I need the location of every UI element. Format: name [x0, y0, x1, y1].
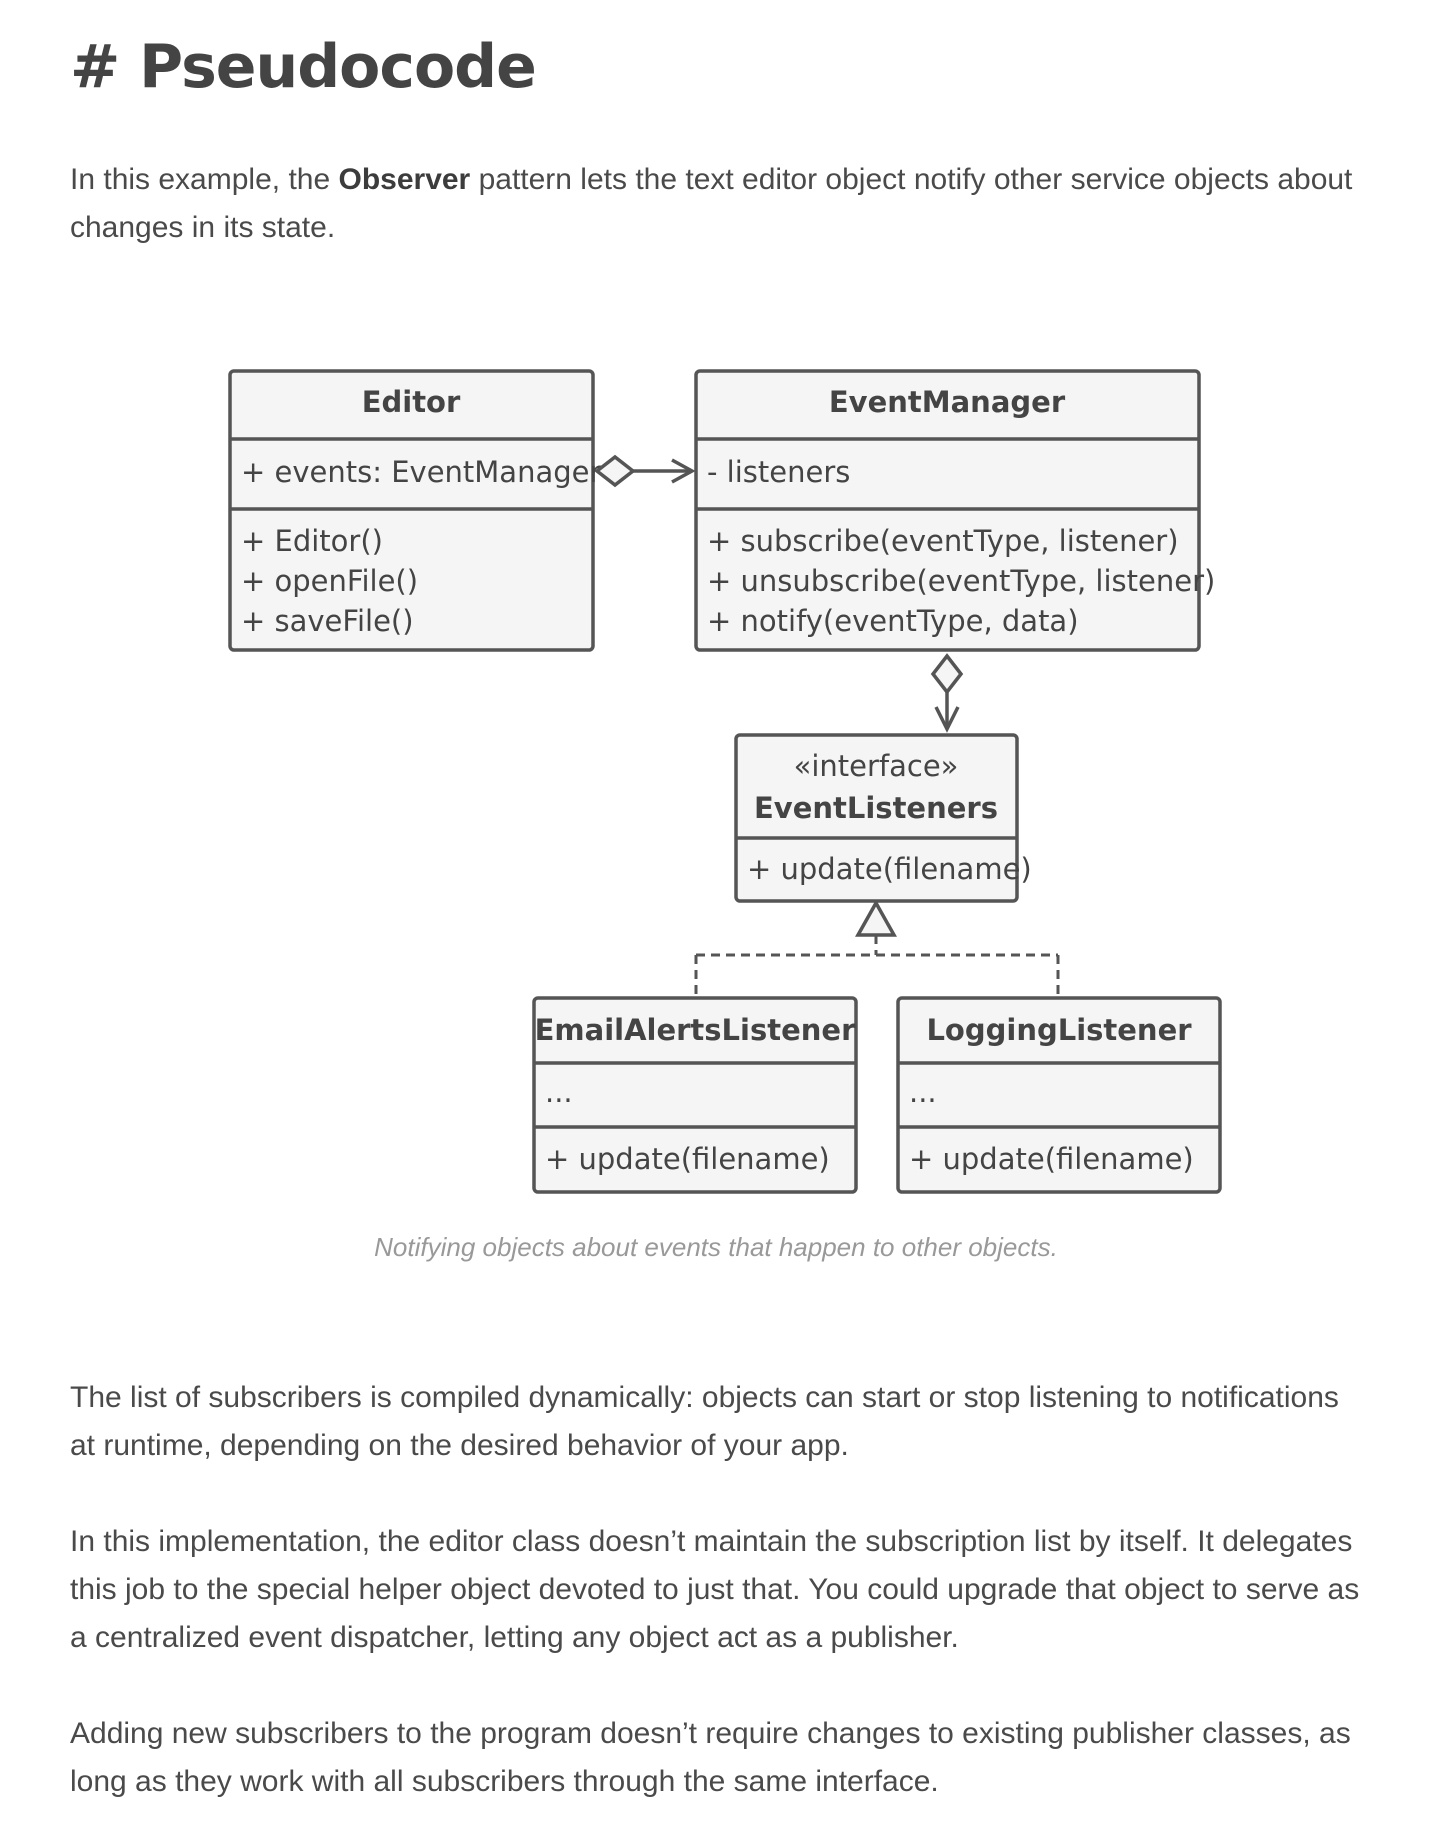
arrow-head-icon	[934, 706, 960, 733]
realization-connector	[694, 899, 1060, 995]
body-paragraph: The list of subscribers is compiled dyna…	[70, 1381, 1339, 1462]
editor-to-eventmanager-aggregation	[594, 454, 696, 488]
editor-class-name: Editor	[362, 385, 461, 419]
eventmanager-method: + subscribe(eventType, listener)	[707, 524, 1179, 558]
emailalertslistener-class-name: EmailAlertsListener	[535, 1013, 856, 1047]
emailalertslistener-method: + update(filename)	[545, 1142, 830, 1176]
intro-paragraph: In this example, the Observer pattern le…	[70, 156, 1370, 252]
eventmanager-class-name: EventManager	[829, 385, 1066, 419]
arrow-head-icon	[671, 458, 696, 484]
intro-text-start: In this example, the	[70, 163, 339, 196]
diagram-caption: Notifying objects about events that happ…	[374, 1232, 1058, 1262]
editor-field: + events: EventManager	[241, 455, 601, 489]
editor-method: + saveFile()	[241, 604, 414, 638]
body-paragraph: Adding new subscribers to the program do…	[70, 1717, 1351, 1798]
editor-method: + openFile()	[241, 564, 418, 598]
eventmanager-class: EventManager - listeners + subscribe(eve…	[694, 369, 1215, 652]
aggregation-diamond-icon	[930, 653, 964, 695]
page-title: # Pseudocode	[70, 32, 537, 102]
emailalertslistener-field: ...	[545, 1075, 573, 1109]
realization-triangle-icon	[855, 899, 897, 937]
eventlisteners-interface: «interface» EventListeners + update(file…	[734, 733, 1032, 903]
editor-class: Editor + events: EventManager + Editor()…	[228, 369, 601, 652]
editor-method: + Editor()	[241, 524, 383, 558]
eventmanager-method: + notify(eventType, data)	[707, 604, 1079, 638]
intro-text-end: pattern lets the text editor object noti…	[70, 163, 1353, 244]
logginglistener-class: LoggingListener ... + update(filename)	[896, 996, 1222, 1194]
logginglistener-method: + update(filename)	[909, 1142, 1194, 1176]
eventmanager-to-listeners-aggregation	[930, 653, 964, 733]
intro-pattern-name: Observer	[338, 163, 471, 196]
interface-stereotype: «interface»	[794, 749, 959, 783]
eventmanager-method: + unsubscribe(eventType, listener)	[707, 564, 1215, 598]
eventmanager-field: - listeners	[707, 455, 850, 489]
body-paragraph: In this implementation, the editor class…	[70, 1525, 1360, 1654]
logginglistener-class-name: LoggingListener	[926, 1013, 1192, 1047]
eventlisteners-method: + update(filename)	[747, 852, 1032, 886]
aggregation-diamond-icon	[594, 454, 636, 488]
eventlisteners-interface-name: EventListeners	[754, 791, 998, 825]
logginglistener-field: ...	[909, 1075, 937, 1109]
emailalertslistener-class: EmailAlertsListener ... + update(filenam…	[532, 996, 858, 1194]
